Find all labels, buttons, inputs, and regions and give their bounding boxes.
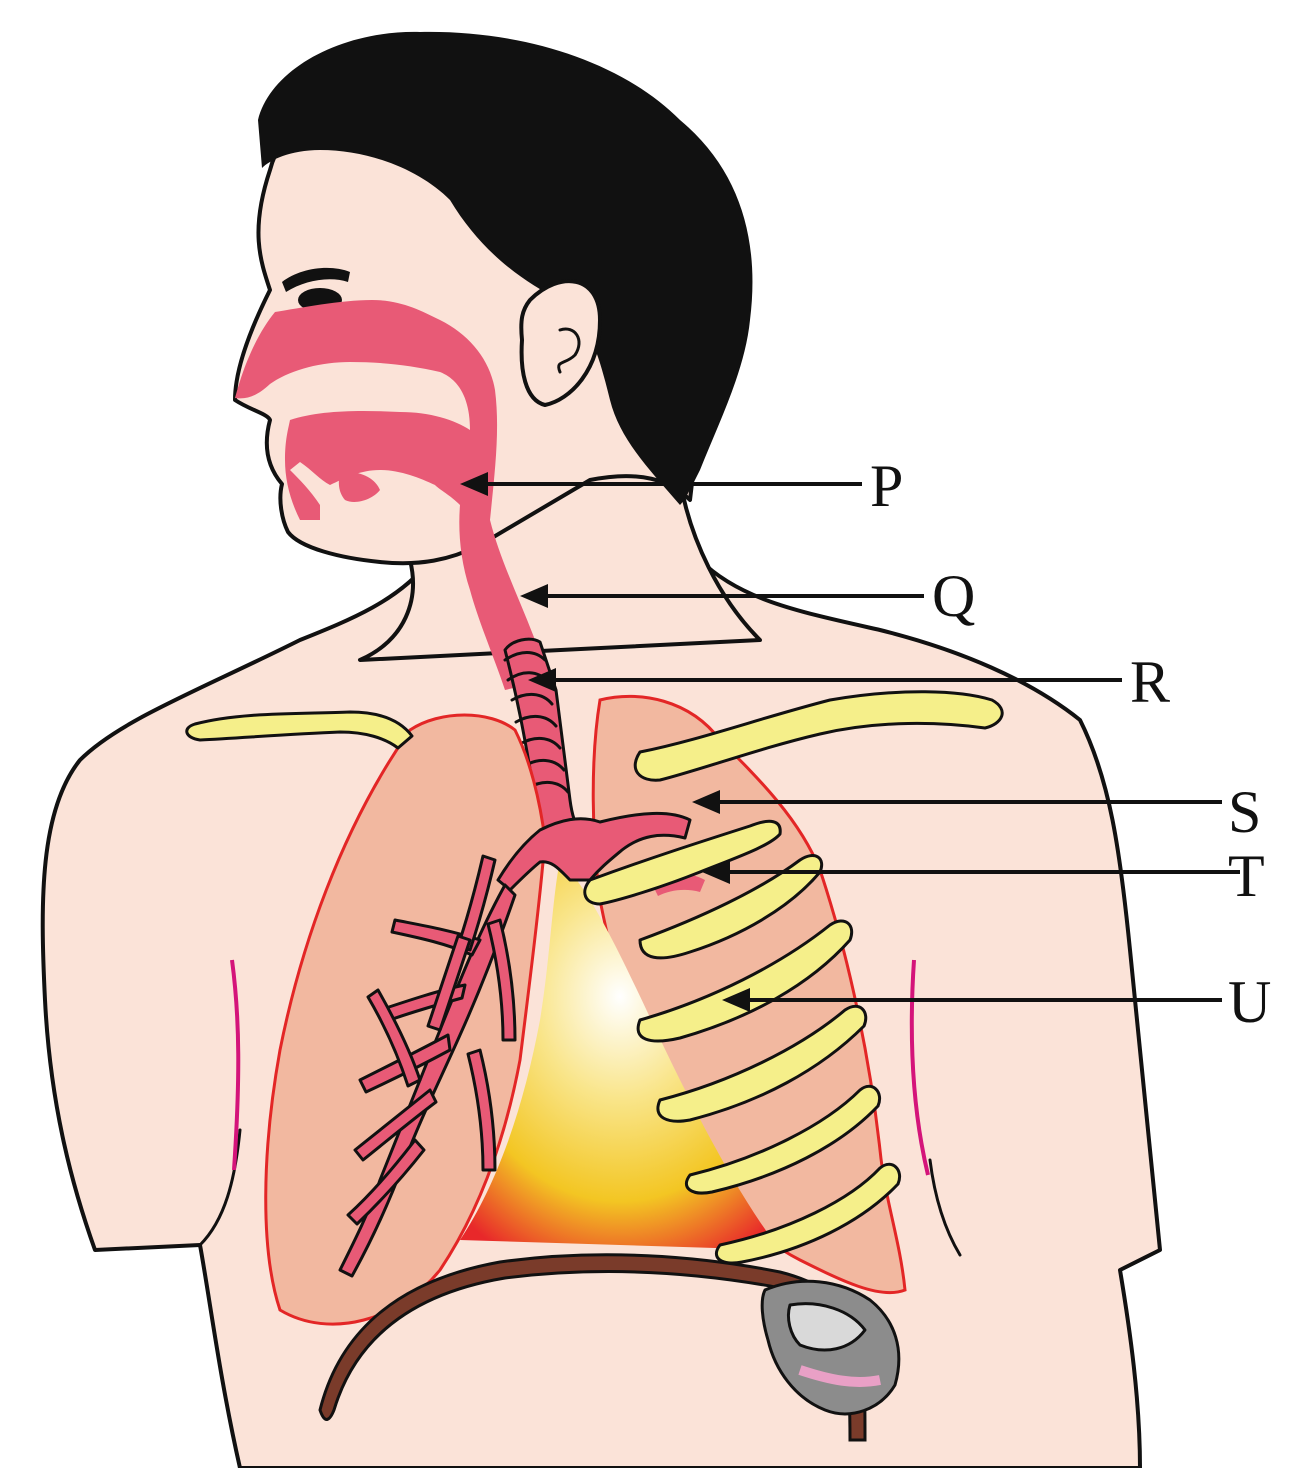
label-r: R [1130,649,1170,715]
label-p: P [870,453,903,519]
label-t: T [1228,843,1265,909]
label-q: Q [932,563,975,629]
label-u: U [1228,969,1271,1035]
label-s: S [1228,779,1261,845]
